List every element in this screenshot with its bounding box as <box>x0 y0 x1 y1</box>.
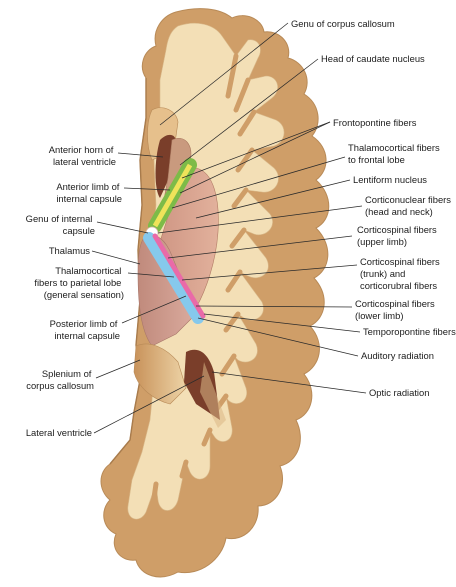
leader-genu-internal-capsule <box>96 221 149 234</box>
leader-temporopontine <box>203 313 361 333</box>
labels-right: Genu of corpus callosum Head of caudate … <box>291 18 456 398</box>
leader-frontopontine-1 <box>181 121 331 179</box>
thalamus <box>137 234 193 347</box>
label-auditory-radiation: Auditory radiation <box>361 350 434 361</box>
label-splenium: Splenium of corpus callosum <box>26 368 94 391</box>
optic-radiation-band <box>200 362 226 428</box>
internal-capsule-fibers <box>143 158 206 324</box>
label-anterior-horn: Anterior horn of lateral ventricle <box>49 144 116 167</box>
leader-lines <box>91 22 367 434</box>
leader-corticonuclear <box>157 205 363 234</box>
label-genu-internal-capsule: Genu of internal capsule <box>26 213 95 236</box>
leader-frontopontine-2 <box>179 121 331 194</box>
leader-thalamus <box>91 250 141 265</box>
leader-thalamocortical-frontal <box>171 156 346 209</box>
leader-anterior-horn <box>117 152 164 158</box>
label-thalamus: Thalamus <box>49 245 90 256</box>
leader-anterior-limb <box>123 187 171 191</box>
leader-optic-radiation <box>211 371 367 394</box>
leader-auditory-radiation <box>197 317 359 357</box>
label-head-caudate: Head of caudate nucleus <box>321 53 425 64</box>
thalamocortical-frontal-band <box>152 163 193 228</box>
label-temporopontine: Temporopontine fibers <box>363 326 456 337</box>
leader-posterior-limb <box>121 295 187 324</box>
label-anterior-limb: Anterior limb of internal capsule <box>56 181 122 204</box>
labels-left: Anterior horn of lateral ventricle Anter… <box>26 144 124 438</box>
label-thalamocortical-parietal: Thalamocortical fibers to parietal lobe … <box>34 265 124 300</box>
leader-lentiform <box>195 179 351 219</box>
label-corticospinal-trunk: Corticospinal fibers (trunk) and cortico… <box>360 256 442 291</box>
label-optic-radiation: Optic radiation <box>369 387 429 398</box>
label-corticospinal-lower: Corticospinal fibers (lower limb) <box>355 298 437 321</box>
leader-lateral-ventricle <box>93 375 205 434</box>
brain-section <box>100 8 330 578</box>
leader-splenium <box>95 359 141 379</box>
leader-corticospinal-lower <box>195 305 353 308</box>
thalamocortical-parietal-band <box>143 232 204 324</box>
leader-genu-corpus-callosum <box>159 22 289 126</box>
label-genu-corpus-callosum: Genu of corpus callosum <box>291 18 395 29</box>
corticospinal-band <box>152 233 206 319</box>
sulci <box>151 53 257 501</box>
label-lateral-ventricle: Lateral ventricle <box>26 427 92 438</box>
splenium-corpus-callosum <box>133 343 187 405</box>
leader-head-caudate <box>179 58 319 166</box>
leader-corticospinal-trunk <box>181 264 358 281</box>
label-corticospinal-upper: Corticospinal fibers (upper limb) <box>357 224 439 247</box>
label-posterior-limb: Posterior limb of internal capsule <box>50 318 120 341</box>
label-thalamocortical-frontal: Thalamocortical fibers to frontal lobe <box>348 142 442 165</box>
leader-corticospinal-upper <box>167 235 353 259</box>
label-corticonuclear: Corticonuclear fibers (head and neck) <box>365 194 454 217</box>
label-frontopontine: Frontopontine fibers <box>333 117 417 128</box>
label-lentiform: Lentiform nucleus <box>353 174 427 185</box>
leader-thalamocortical-parietal <box>127 272 175 278</box>
